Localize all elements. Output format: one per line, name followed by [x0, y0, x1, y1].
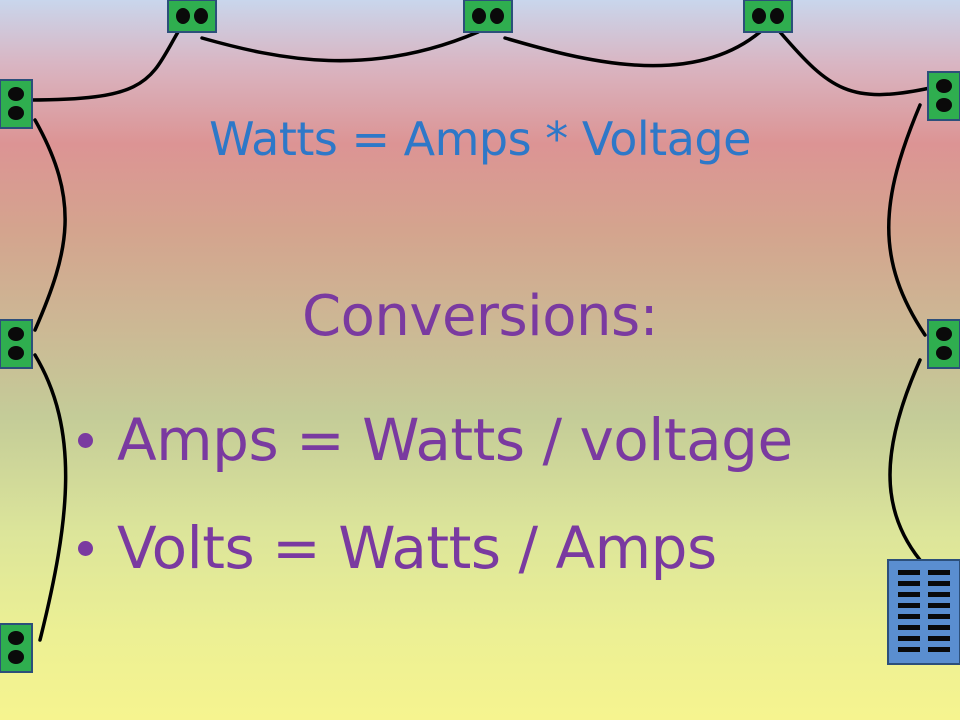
- conversion-list: Amps = Watts / voltage Volts = Watts / A…: [78, 386, 793, 602]
- panel-slots: [898, 570, 950, 652]
- wire-right-mid: [887, 103, 927, 337]
- wire-left-mid: [33, 118, 67, 332]
- connector-right-1: [927, 71, 960, 121]
- connector-right-2: [927, 319, 960, 369]
- wire-left-top: [28, 30, 180, 102]
- wire-right-top: [778, 30, 932, 97]
- power-strip-panel: [887, 559, 960, 665]
- bullet-icon: [78, 432, 93, 448]
- list-item: Amps = Watts / voltage: [78, 386, 793, 494]
- wire-left-bottom: [33, 353, 68, 642]
- connector-left-2: [0, 319, 33, 369]
- connector-left-3: [0, 623, 33, 673]
- bullet-icon: [78, 540, 93, 556]
- conversions-heading: Conversions:: [301, 284, 659, 349]
- wire-top-2: [503, 30, 762, 68]
- connector-top-1: [167, 0, 217, 33]
- wire-right-bottom: [888, 358, 922, 562]
- connector-left-1: [0, 79, 33, 129]
- slide-title: Watts = Amps * Voltage: [209, 112, 751, 166]
- wire-top-1: [200, 30, 480, 63]
- connector-top-2: [463, 0, 513, 33]
- connector-top-3: [743, 0, 793, 33]
- bullet-text: Amps = Watts / voltage: [117, 406, 793, 474]
- bullet-text: Volts = Watts / Amps: [117, 514, 717, 582]
- list-item: Volts = Watts / Amps: [78, 494, 793, 602]
- wires: [28, 30, 932, 642]
